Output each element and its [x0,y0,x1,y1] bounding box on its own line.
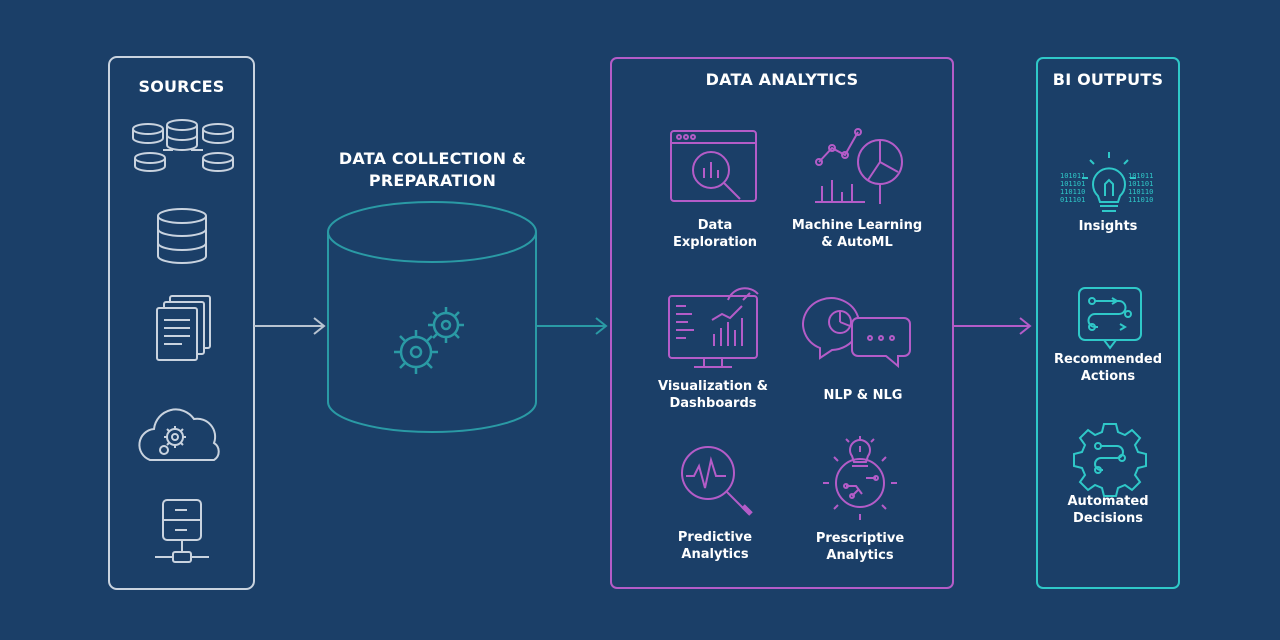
analytics-item-nlp: NLP & NLG [788,387,938,404]
outputs-item-label-line1: Recommended [1053,352,1163,367]
binary-left-2: 110110 [1060,188,1085,196]
outputs-item-insights: Insights [1037,218,1179,235]
binary-text-left: 101011 101101 110110 011101 [1060,172,1085,204]
analytics-item-machine-learning: Machine Learning & AutoML [782,217,932,251]
cloud-gears-icon [138,408,220,461]
automated-decisions-gear-icon [1073,423,1147,497]
analytics-item-label-line1: Prescriptive [815,531,905,546]
outputs-item-recommended-actions: Recommended Actions [1037,351,1179,385]
arrow-sources-to-collection [254,317,326,335]
analytics-item-visualization: Visualization & Dashboards [638,378,788,412]
machine-learning-icon [815,128,903,204]
binary-right-1: 101101 [1128,180,1153,188]
database-icon [157,208,207,264]
data-exploration-icon [670,130,757,202]
predictive-magnifier-icon [681,446,753,516]
analytics-item-label-line2: Analytics [826,548,894,563]
binary-left-1: 101101 [1060,180,1085,188]
binary-text-right: 101011 101101 110110 111010 [1128,172,1153,204]
binary-right-2: 110110 [1128,188,1153,196]
collection-title-line1: DATA COLLECTION & [338,149,527,168]
nlp-speech-bubbles-icon [802,297,911,369]
arrow-collection-to-analytics [536,317,608,335]
analytics-panel [610,57,954,589]
binary-left-0: 101011 [1060,172,1085,180]
analytics-item-label-line1: Visualization & [657,379,769,394]
collection-title: DATA COLLECTION & PREPARATION [320,148,545,192]
documents-icon [156,295,211,361]
analytics-title: DATA ANALYTICS [705,70,859,89]
analytics-item-label-line2: Analytics [681,547,749,562]
analytics-item-label-line1: Data [697,218,733,233]
analytics-item-label-line1: NLP & NLG [823,388,903,403]
dashboard-monitor-icon [668,287,759,368]
collection-title-line2: PREPARATION [368,171,497,190]
outputs-item-label-line2: Actions [1080,369,1136,384]
sources-panel [108,56,255,590]
analytics-item-label-line2: & AutoML [821,235,893,250]
analytics-item-label-line2: Dashboards [669,396,757,411]
outputs-item-label-line1: Insights [1078,219,1138,234]
server-icon [155,499,209,563]
binary-right-0: 101011 [1128,172,1153,180]
outputs-item-automated-decisions: Automated Decisions [1037,493,1179,527]
analytics-item-prescriptive: Prescriptive Analytics [785,530,935,564]
binary-left-3: 011101 [1060,196,1085,204]
analytics-item-label-line2: Exploration [673,235,757,250]
outputs-title: BI OUTPUTS [1052,70,1164,89]
gears-icon [394,307,464,374]
collection-cylinder [327,201,537,433]
analytics-item-label-line1: Predictive [677,530,753,545]
recommended-actions-icon [1078,287,1142,350]
binary-right-3: 111010 [1128,196,1153,204]
sources-title: SOURCES [138,77,225,96]
prescriptive-gear-bulb-icon [823,436,897,520]
outputs-item-label-line2: Decisions [1073,511,1143,526]
analytics-item-predictive: Predictive Analytics [640,529,790,563]
outputs-item-label-line1: Automated [1067,494,1149,509]
linked-databases-icon [132,119,234,172]
analytics-item-label-line1: Machine Learning [791,218,923,233]
insights-bulb-icon [1082,152,1136,212]
arrow-analytics-to-outputs [953,317,1032,335]
analytics-item-data-exploration: Data Exploration [640,217,790,251]
outputs-panel [1036,57,1180,589]
